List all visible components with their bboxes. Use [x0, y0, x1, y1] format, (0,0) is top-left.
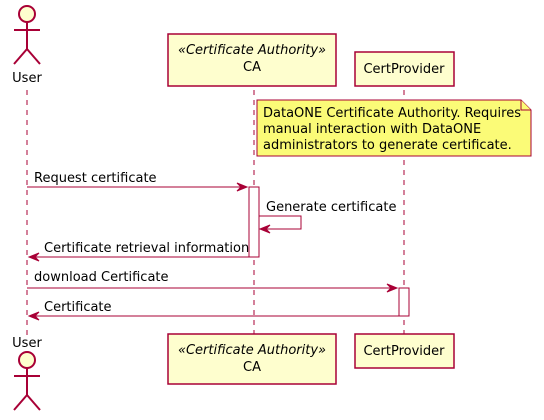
note-line-2: manual interaction with DataONE [263, 122, 481, 137]
ca-participant-bottom: «Certificate Authority» CA [167, 333, 337, 385]
message-certificate: Certificate [27, 300, 399, 321]
user-label: User [12, 71, 42, 86]
certprovider-box [354, 51, 455, 87]
arrowhead-icon [27, 252, 40, 262]
message-generate-certificate: Generate certificate [258, 200, 396, 234]
ca-stereotype: «Certificate Authority» [178, 343, 326, 358]
message-label: Request certificate [34, 171, 157, 186]
note-line-1: DataONE Certificate Authority. Requires [263, 106, 521, 121]
user-actor-bottom: User [12, 336, 42, 411]
certprovider-label: CertProvider [363, 344, 445, 359]
ca-label: CA [243, 60, 261, 75]
ca-box [167, 33, 337, 87]
ca-stereotype: «Certificate Authority» [178, 43, 326, 58]
certprovider-participant-top: CertProvider [354, 51, 455, 87]
ca-box [167, 333, 337, 385]
message-certificate-retrieval: Certificate retrieval information [27, 241, 249, 262]
stick-figure-icon [13, 5, 41, 65]
message-download-certificate: download Certificate [27, 270, 399, 293]
certprovider-activation-bar [398, 287, 410, 317]
ca-note: DataONE Certificate Authority. Requires … [256, 99, 532, 157]
arrowhead-icon [236, 182, 249, 192]
ca-label: CA [243, 360, 261, 375]
message-label: Certificate retrieval information [44, 241, 249, 256]
stick-figure-icon [13, 351, 41, 411]
certprovider-label: CertProvider [363, 62, 445, 77]
arrowhead-icon [386, 283, 399, 293]
certprovider-participant-bottom: CertProvider [354, 333, 455, 369]
certprovider-box [354, 333, 455, 369]
arrowhead-icon [258, 224, 271, 234]
ca-participant-top: «Certificate Authority» CA [167, 33, 337, 87]
user-actor-top: User [12, 5, 42, 86]
ca-activation-bar [248, 186, 260, 258]
message-request-certificate: Request certificate [27, 171, 249, 192]
message-arrow [259, 215, 302, 230]
arrowhead-icon [27, 311, 40, 321]
message-label: Generate certificate [266, 200, 396, 215]
user-label: User [12, 336, 42, 351]
message-label: Certificate [44, 300, 112, 315]
note-line-3: administrators to generate certificate. [263, 138, 512, 153]
message-label: download Certificate [34, 270, 169, 285]
